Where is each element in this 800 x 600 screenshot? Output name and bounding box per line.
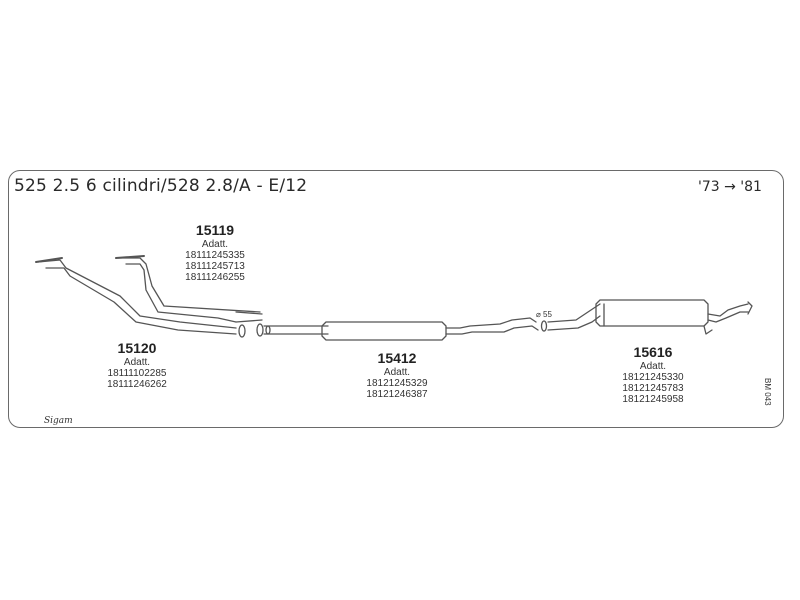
part-ref: 18121245783 <box>622 383 684 394</box>
catalog-code: BM 043 <box>763 378 772 406</box>
part-code: 15616 <box>633 344 673 360</box>
vehicle-title: 525 2.5 6 cilindri/528 2.8/A - E/12 <box>14 176 308 196</box>
part-ref: 18111246255 <box>185 272 245 283</box>
part-ref: 18121246387 <box>366 389 428 400</box>
part-ref: 18121245330 <box>622 372 684 383</box>
rear-silencer-15616 <box>540 299 753 335</box>
part-code: 15119 <box>195 222 235 238</box>
part-ref: 18111245335 <box>185 250 245 261</box>
part-code: 15412 <box>377 350 417 366</box>
part-label-15412: 15412 Adatt. 18121245329 18121246387 <box>332 350 462 400</box>
year-range: '73 → '81 <box>698 179 762 195</box>
part-ref: 18121245329 <box>366 378 428 389</box>
diagram-frame <box>8 170 784 428</box>
part-code: 15120 <box>117 340 157 356</box>
part-ref: 18121245958 <box>622 394 684 405</box>
middle-silencer-15412 <box>321 317 539 341</box>
pipe-diameter-label: ⌀ 55 <box>536 310 552 319</box>
front-pipe-15119 <box>115 255 263 323</box>
part-adatt: Adatt. <box>383 367 411 378</box>
part-adatt: Adatt. <box>639 361 667 372</box>
pipe-connector <box>256 323 329 337</box>
part-label-15120: 15120 Adatt. 18111102285 18111246262 <box>72 340 202 390</box>
front-pipe-15120 <box>35 257 246 338</box>
part-label-15616: 15616 Adatt. 18121245330 18121245783 181… <box>588 344 718 405</box>
part-adatt: Adatt. <box>123 357 151 368</box>
brand-logo: Sigam <box>44 416 73 426</box>
part-ref: 18111246262 <box>107 379 167 390</box>
part-ref: 18111102285 <box>107 368 167 379</box>
part-label-15119: 15119 Adatt. 18111245335 18111245713 181… <box>150 222 280 283</box>
part-adatt: Adatt. <box>201 239 229 250</box>
part-ref: 18111245713 <box>185 261 245 272</box>
